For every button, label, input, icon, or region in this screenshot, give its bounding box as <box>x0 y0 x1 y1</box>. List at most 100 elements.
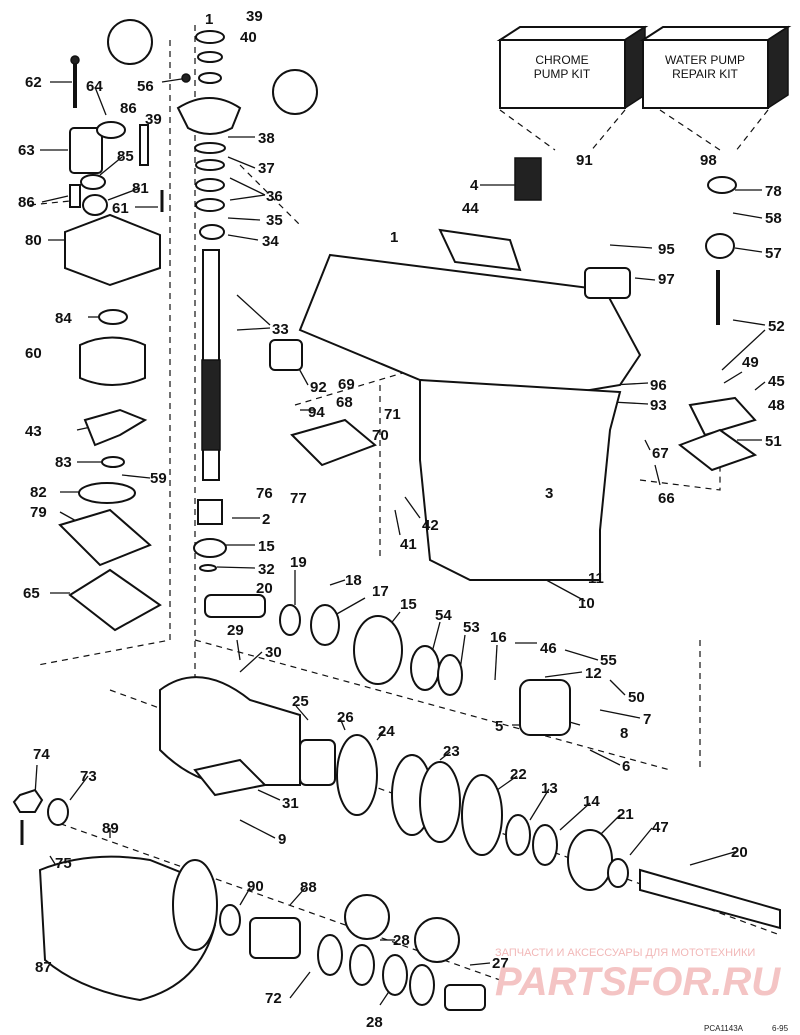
callout-22: 22 <box>510 766 527 783</box>
callout-76: 76 <box>256 485 273 502</box>
propeller-parts <box>12 19 486 1011</box>
callout-88: 88 <box>300 879 317 896</box>
figure-date: 6-95 <box>772 1024 789 1033</box>
gearcase-housing <box>269 157 758 581</box>
callout-80: 80 <box>25 232 42 249</box>
callout-50: 50 <box>628 689 645 706</box>
callout-57: 57 <box>765 245 782 262</box>
callout-12: 12 <box>585 665 602 682</box>
chrome-kit-line2: PUMP KIT <box>534 67 591 81</box>
repair-kit-line1: WATER PUMP <box>665 53 745 67</box>
callout-labels: 1 39 40 62 64 56 86 39 38 37 36 35 34 63… <box>18 8 785 1031</box>
pump-parts <box>58 30 242 632</box>
callout-28-upper: 28 <box>393 932 410 949</box>
callout-77: 77 <box>290 490 307 507</box>
callout-92: 92 <box>310 379 327 396</box>
callout-64: 64 <box>86 78 103 95</box>
callout-58: 58 <box>765 210 782 227</box>
callout-67: 67 <box>652 445 669 462</box>
callout-4: 4 <box>470 177 479 194</box>
callout-69: 69 <box>338 376 355 393</box>
callout-94: 94 <box>308 404 325 421</box>
callout-16: 16 <box>490 629 507 646</box>
callout-37: 37 <box>258 160 275 177</box>
callout-47: 47 <box>652 819 669 836</box>
callout-97: 97 <box>658 271 675 288</box>
callout-70: 70 <box>372 427 389 444</box>
callout-89: 89 <box>102 820 119 837</box>
callout-11: 11 <box>588 570 604 587</box>
callout-81: 81 <box>132 180 149 197</box>
callout-13: 13 <box>541 780 558 797</box>
callout-52: 52 <box>768 318 785 335</box>
callout-49: 49 <box>742 354 759 371</box>
callout-27: 27 <box>492 955 509 972</box>
callout-73: 73 <box>80 768 97 785</box>
callout-75: 75 <box>55 855 72 872</box>
callout-38: 38 <box>258 130 275 147</box>
callout-87: 87 <box>35 959 52 976</box>
chrome-kit-line1: CHROME <box>535 53 588 67</box>
callout-43: 43 <box>25 423 42 440</box>
callout-39-lower: 39 <box>145 111 162 128</box>
water-pump-repair-kit-box: WATER PUMP REPAIR KIT <box>639 25 792 110</box>
callout-23: 23 <box>443 743 460 760</box>
callout-44: 44 <box>462 200 479 217</box>
callout-62: 62 <box>25 74 42 91</box>
callout-6: 6 <box>622 758 630 775</box>
callout-86-upper: 86 <box>120 100 137 117</box>
callout-60: 60 <box>25 345 42 362</box>
callout-45: 45 <box>768 373 785 390</box>
callout-26: 26 <box>337 709 354 726</box>
callout-84: 84 <box>55 310 72 327</box>
callout-17: 17 <box>372 583 389 600</box>
callout-61: 61 <box>112 200 129 217</box>
callout-5: 5 <box>495 718 503 735</box>
callout-10: 10 <box>578 595 595 612</box>
callout-28-lower: 28 <box>366 1014 383 1031</box>
callout-24: 24 <box>378 723 395 740</box>
callout-83: 83 <box>55 454 72 471</box>
callout-7: 7 <box>643 711 651 728</box>
callout-39-top: 39 <box>246 8 263 25</box>
callout-91: 91 <box>576 152 593 169</box>
callout-98: 98 <box>700 152 717 169</box>
callout-40: 40 <box>240 29 257 46</box>
figure-code: PCA1143A <box>704 1024 744 1033</box>
callout-53: 53 <box>463 619 480 636</box>
callout-51: 51 <box>765 433 782 450</box>
lower-unit-parts <box>159 594 781 930</box>
callout-72: 72 <box>265 990 282 1007</box>
callout-32: 32 <box>258 561 275 578</box>
callout-30: 30 <box>265 644 282 661</box>
callout-55: 55 <box>600 652 617 669</box>
leader-lines <box>34 77 766 1006</box>
callout-54: 54 <box>435 607 452 624</box>
callout-42: 42 <box>422 517 439 534</box>
callout-48: 48 <box>768 397 785 414</box>
callout-19: 19 <box>290 554 307 571</box>
callout-79: 79 <box>30 504 47 521</box>
callout-41: 41 <box>400 536 417 553</box>
callout-74: 74 <box>33 746 50 763</box>
chrome-pump-kit-box: CHROME PUMP KIT <box>496 25 649 110</box>
callout-36: 36 <box>266 188 283 205</box>
callout-14: 14 <box>583 793 600 810</box>
callout-2: 2 <box>262 511 270 528</box>
callout-56: 56 <box>137 78 154 95</box>
watermark-brand: PARTSFOR.RU <box>495 960 781 1004</box>
callout-21: 21 <box>617 806 634 823</box>
callout-71: 71 <box>384 406 401 423</box>
callout-93: 93 <box>650 397 667 414</box>
callout-86-lower: 86 <box>18 194 35 211</box>
callout-66: 66 <box>658 490 675 507</box>
callout-46: 46 <box>540 640 557 657</box>
callout-63: 63 <box>18 142 35 159</box>
callout-95: 95 <box>658 241 675 258</box>
callout-1-top: 1 <box>205 11 213 28</box>
callout-15-upper: 15 <box>258 538 275 555</box>
watermark: ЗАПЧАСТИ И АКСЕССУАРЫ ДЛЯ МОТОТЕХНИКИ PA… <box>495 947 781 1004</box>
callout-82: 82 <box>30 484 47 501</box>
callout-25: 25 <box>292 693 309 710</box>
